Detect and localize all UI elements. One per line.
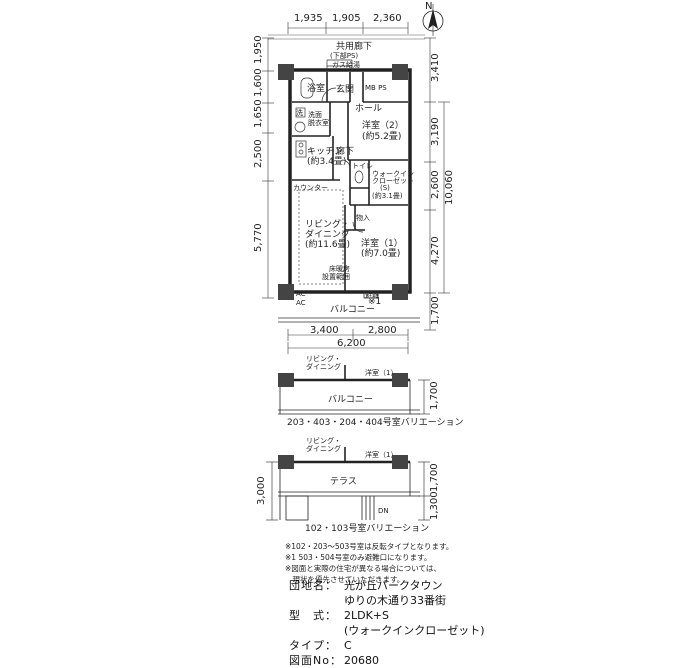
var2-terrace: テラス [330, 476, 357, 487]
floorheat-label-2: 設置範囲 [322, 272, 350, 281]
var1-western: 洋室（1） [365, 368, 397, 377]
info-row: ゆりの木通り33番街 [344, 594, 446, 607]
hallway-label: 廊下 [336, 145, 354, 157]
left-dim-3: 1,650 [253, 99, 264, 128]
var2-dn: DN [378, 507, 389, 515]
western1-label: 洋室（1） [361, 237, 403, 249]
walkin-label-2: クローゼット [372, 176, 414, 185]
floor-plan: N 1,935 1,905 2,360 共用廊下 1,950 1,600 1,6… [253, 1, 464, 534]
washroom-label-1: 洗面 [308, 110, 322, 119]
right-dim-2: 3,190 [430, 117, 441, 146]
var2-dim-2: 1,700 [429, 463, 440, 492]
var2-dim-3: 1,300 [429, 491, 440, 520]
note-mark: ※1 [368, 297, 381, 307]
gas-note-label: (下部PS) [330, 51, 358, 60]
info-row: 団地名：光が丘パークタウン [289, 579, 443, 592]
right-dim-5: 4,270 [430, 236, 441, 265]
washer-label: 洗 [296, 108, 303, 117]
info-row: タイプ：C [289, 639, 352, 652]
top-dim-3: 2,360 [373, 13, 402, 24]
top-dim-1: 1,935 [294, 13, 323, 24]
var2-dim-1: 3,000 [256, 476, 267, 505]
var1-caption: 203・403・204・404号室バリエーション [287, 416, 464, 428]
walkin-label-1: ウォークイン [372, 170, 414, 178]
western2-size: (約5.2畳) [362, 130, 401, 142]
walkin-s-label: (S) [380, 184, 390, 192]
var2-living-1: リビング・ [306, 436, 341, 445]
var2-western: 洋室（1） [365, 450, 397, 459]
toilet-label: トイレ [352, 162, 373, 170]
counter-label: カウンター [293, 183, 328, 192]
walkin-size: (約3.1畳) [372, 191, 403, 200]
western1-size: (約7.0畳) [361, 247, 400, 259]
gas-label: ガス給湯 [332, 60, 360, 69]
living-label-1: リビング・ [305, 218, 350, 230]
bottom-dim-3: 6,200 [337, 338, 366, 349]
property-info: 団地名：光が丘パークタウン ゆりの木通り33番街 型 式：2LDK+S (ウォー… [289, 578, 689, 668]
floorheat-label-1: 床暖房 [329, 264, 350, 273]
info-row: 図面No：20680 [289, 654, 379, 667]
left-dim-2: 1,600 [253, 68, 264, 97]
corridor-label: 共用廊下 [336, 40, 372, 52]
var2-living-2: ダイニング [306, 444, 341, 453]
kitchen-label: キッチン [307, 146, 343, 157]
living-label-2: ダイニング [305, 228, 350, 240]
info-row: 型 式：2LDK+S [289, 609, 390, 622]
var1-balcony: バルコニー [328, 394, 373, 405]
info-row: (ウォークインクローゼット) [344, 624, 485, 637]
western2-label: 洋室（2） [362, 119, 404, 131]
kitchen-size: (約3.4畳) [307, 155, 346, 167]
right-dim-3: 2,600 [430, 170, 441, 199]
entrance-label: 玄関 [336, 83, 354, 95]
compass-label: N [425, 1, 432, 12]
evac-label: 避難 [365, 290, 379, 299]
note-3: ※図面と実際の住宅が異なる場合については、 [285, 564, 441, 573]
ac-label-2: AC [296, 299, 306, 307]
storage-label: 物入 [356, 213, 370, 222]
var2-caption: 102・103号室バリエーション [305, 522, 429, 534]
right-dim-6: 1,700 [430, 296, 441, 325]
bottom-dim-1: 3,400 [310, 325, 339, 336]
left-dim-1: 1,950 [253, 35, 264, 64]
living-size: (約11.6畳) [305, 238, 350, 250]
var1-living-2: ダイニング [306, 362, 341, 371]
north-arrow-icon [422, 4, 444, 36]
note-2: ※1 503・504号室のみ避難口になります。 [285, 553, 432, 562]
note-1: ※102・203〜503号室は反転タイプとなります。 [285, 542, 454, 551]
hall-label: ホール [355, 103, 382, 114]
var1-living-1: リビング・ [306, 354, 341, 363]
right-dim-1: 3,410 [430, 53, 441, 82]
balcony-label: バルコニー [330, 304, 375, 315]
ac-label-1: AC [296, 290, 306, 298]
bath-label: 浴室 [307, 82, 325, 94]
bottom-dim-2: 2,800 [368, 325, 397, 336]
mbps-label: MB PS [365, 84, 387, 92]
washroom-label-2: 脱衣室 [308, 118, 329, 127]
left-dim-5: 5,770 [253, 223, 264, 252]
var1-dim: 1,700 [429, 381, 440, 410]
left-dim-4: 2,500 [253, 139, 264, 168]
notes: ※102・203〜503号室は反転タイプとなります。 ※1 503・504号室の… [285, 541, 695, 585]
top-dim-2: 1,905 [332, 13, 361, 24]
right-dim-4: 10,060 [444, 170, 455, 205]
note-4: 現状を優先させていただきます。 [285, 575, 405, 584]
